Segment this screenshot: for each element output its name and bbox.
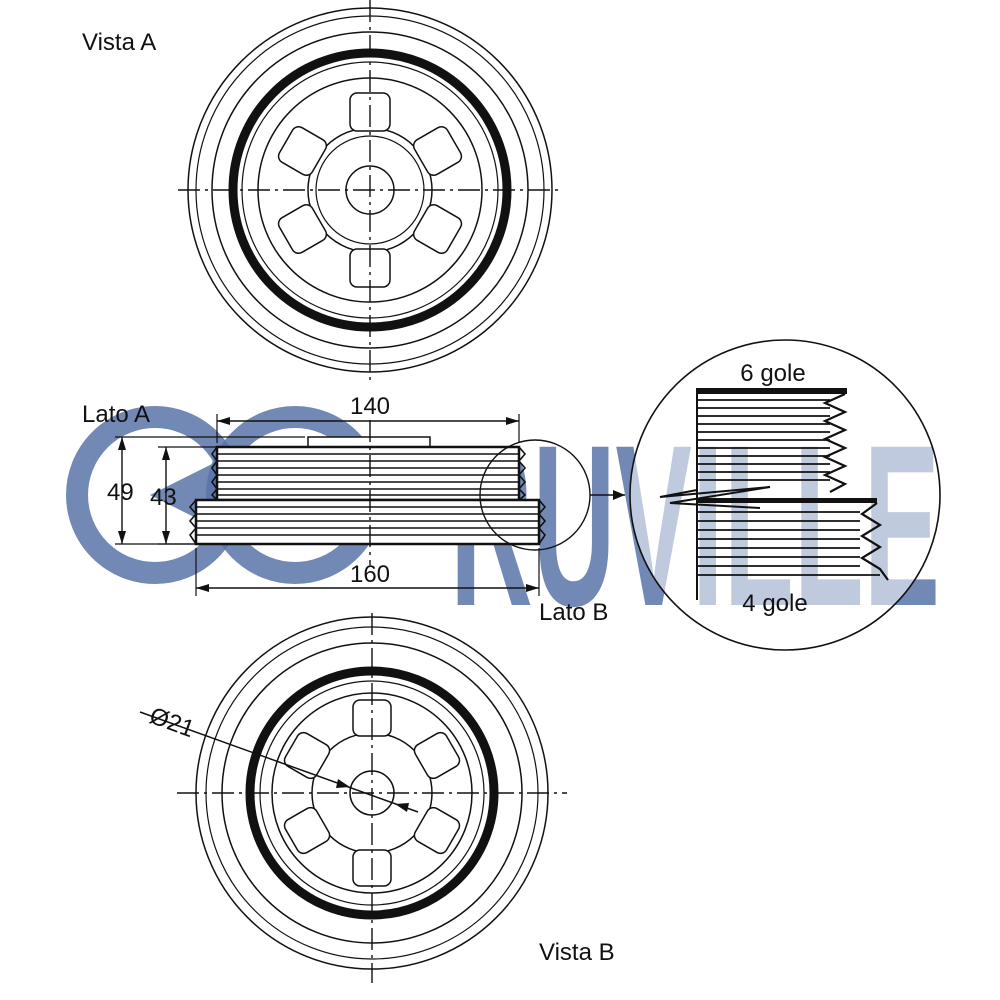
detail-bottom-grooves-label: 4 gole	[742, 590, 807, 617]
dimension-43-label: 43	[150, 484, 177, 511]
bore-diameter-leader	[139, 711, 419, 813]
view-a-drawing	[178, 0, 562, 382]
dimension-140-label: 140	[350, 393, 390, 420]
view-b-drawing	[177, 613, 567, 983]
bore-diameter-label: Ø21	[146, 702, 198, 743]
side-profile-drawing	[188, 420, 625, 565]
dimension-43	[158, 446, 217, 545]
dimension-160	[195, 548, 540, 596]
view-b-label: Vista B	[539, 939, 615, 966]
groove-detail	[629, 339, 941, 651]
side-a-label: Lato A	[82, 401, 150, 428]
view-a-label: Vista A	[82, 29, 156, 56]
dimension-160-label: 160	[350, 561, 390, 588]
dimension-140	[216, 414, 520, 443]
dimension-49-label: 49	[107, 479, 134, 506]
detail-top-grooves-label: 6 gole	[740, 360, 805, 387]
side-b-label: Lato B	[539, 599, 608, 626]
